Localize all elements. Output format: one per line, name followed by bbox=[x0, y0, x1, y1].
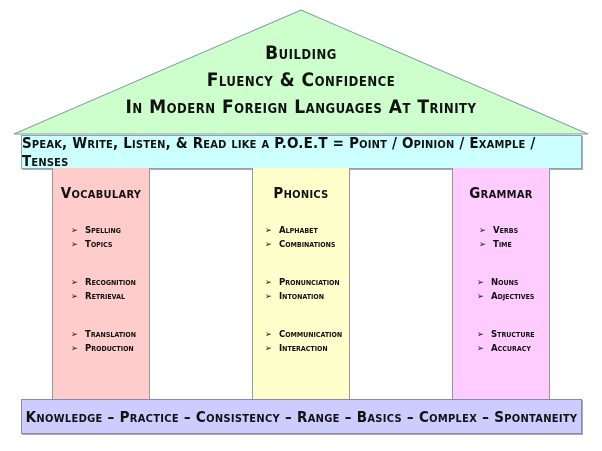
list-item-label: Combinations bbox=[279, 239, 336, 250]
list-item: ➢ Intonation bbox=[265, 290, 349, 304]
arrowhead-bullet-icon: ➢ bbox=[71, 226, 78, 236]
list-item-label: Spelling bbox=[85, 225, 121, 236]
list-item: ➢ Production bbox=[71, 342, 149, 356]
list-item-label: Recognition bbox=[85, 277, 136, 288]
pillar-phonics: Phonics ➢ Alphabet ➢ Combinations ➢ Pronunciat… bbox=[252, 168, 350, 399]
arrowhead-bullet-icon: ➢ bbox=[265, 240, 272, 250]
list-item-label: Translation bbox=[85, 329, 136, 340]
list-item-label: Verbs bbox=[493, 225, 519, 236]
pillar-title: Grammar bbox=[469, 184, 533, 202]
list-item: ➢ Recognition bbox=[71, 276, 149, 290]
list-item: ➢ Verbs bbox=[479, 224, 549, 238]
pillar-item-group: ➢ Verbs ➢ Time bbox=[453, 224, 549, 252]
arrowhead-bullet-icon: ➢ bbox=[265, 226, 272, 236]
list-item-label: Alphabet bbox=[279, 225, 318, 236]
list-item-label: Production bbox=[85, 343, 134, 354]
list-item-label: Communication bbox=[279, 329, 343, 340]
list-item-label: Time bbox=[493, 239, 512, 250]
list-item: ➢ Accuracy bbox=[477, 342, 549, 356]
list-item: ➢ Communication bbox=[265, 328, 349, 342]
list-item: ➢ Translation bbox=[71, 328, 149, 342]
list-item-label: Nouns bbox=[491, 277, 519, 288]
pillar-item-group: ➢ Nouns ➢ Adjectives bbox=[453, 276, 549, 304]
arrowhead-bullet-icon: ➢ bbox=[71, 344, 78, 354]
arrowhead-bullet-icon: ➢ bbox=[71, 240, 78, 250]
pillar-item-group: ➢ Translation ➢ Production bbox=[53, 328, 149, 356]
roof-title-line-2: Fluency & Confidence bbox=[206, 69, 396, 91]
arrowhead-bullet-icon: ➢ bbox=[477, 278, 484, 288]
arrowhead-bullet-icon: ➢ bbox=[477, 330, 484, 340]
roof-title: Building Fluency & Confidence In Modern … bbox=[0, 40, 602, 121]
arrowhead-bullet-icon: ➢ bbox=[479, 226, 486, 236]
pillar-item-group: ➢ Communication ➢ Interaction bbox=[253, 328, 349, 356]
list-item: ➢ Time bbox=[479, 238, 549, 252]
list-item: ➢ Retrieval bbox=[71, 290, 149, 304]
arrowhead-bullet-icon: ➢ bbox=[71, 292, 78, 302]
list-item: ➢ Adjectives bbox=[477, 290, 549, 304]
arrowhead-bullet-icon: ➢ bbox=[477, 292, 484, 302]
roof-triangle bbox=[13, 9, 589, 135]
arrowhead-bullet-icon: ➢ bbox=[71, 330, 78, 340]
pillar-vocabulary: Vocabulary ➢ Spelling ➢ Topics ➢ Recognition ➢ R… bbox=[52, 168, 150, 399]
pillar-grammar: Grammar ➢ Verbs ➢ Time ➢ Nouns ➢ Adjectives ➢ Stru… bbox=[452, 168, 550, 399]
list-item: ➢ Structure bbox=[477, 328, 549, 342]
arrowhead-bullet-icon: ➢ bbox=[265, 278, 272, 288]
list-item: ➢ Topics bbox=[71, 238, 149, 252]
pillar-item-group: ➢ Recognition ➢ Retrieval bbox=[53, 276, 149, 304]
pillar-item-group: ➢ Structure ➢ Accuracy bbox=[453, 328, 549, 356]
pillar-item-group: ➢ Alphabet ➢ Combinations bbox=[253, 224, 349, 252]
list-item-label: Intonation bbox=[279, 291, 324, 302]
arrowhead-bullet-icon: ➢ bbox=[265, 330, 272, 340]
list-item-label: Structure bbox=[491, 329, 535, 340]
foundation-text: Knowledge – Practice – Consistency – Ran… bbox=[25, 407, 578, 426]
list-item: ➢ Interaction bbox=[265, 342, 349, 356]
list-item-label: Accuracy bbox=[491, 343, 531, 354]
list-item: ➢ Combinations bbox=[265, 238, 349, 252]
list-item-label: Interaction bbox=[279, 343, 328, 354]
pillar-title: Vocabulary bbox=[60, 184, 142, 202]
list-item-label: Adjectives bbox=[491, 291, 535, 302]
arrowhead-bullet-icon: ➢ bbox=[265, 292, 272, 302]
arrowhead-bullet-icon: ➢ bbox=[71, 278, 78, 288]
arrowhead-bullet-icon: ➢ bbox=[479, 240, 486, 250]
foundation-bar: Knowledge – Practice – Consistency – Ran… bbox=[21, 399, 582, 434]
pillar-item-group: ➢ Pronunciation ➢ Intonation bbox=[253, 276, 349, 304]
list-item: ➢ Nouns bbox=[477, 276, 549, 290]
pillar-item-group: ➢ Spelling ➢ Topics bbox=[53, 224, 149, 252]
list-item-label: Topics bbox=[85, 239, 113, 250]
list-item-label: Pronunciation bbox=[279, 277, 340, 288]
roof-title-line-3: In Modern Foreign Languages At Trinity bbox=[125, 96, 477, 118]
list-item: ➢ Pronunciation bbox=[265, 276, 349, 290]
arrowhead-bullet-icon: ➢ bbox=[477, 344, 484, 354]
poet-banner: Speak, Write, Listen, & Read like a P.O.… bbox=[21, 134, 582, 170]
list-item-label: Retrieval bbox=[85, 291, 125, 302]
list-item: ➢ Alphabet bbox=[265, 224, 349, 238]
roof bbox=[13, 9, 589, 135]
roof-title-line-1: Building bbox=[265, 42, 337, 64]
arrowhead-bullet-icon: ➢ bbox=[265, 344, 272, 354]
list-item: ➢ Spelling bbox=[71, 224, 149, 238]
pillar-title: Phonics bbox=[273, 184, 329, 202]
poet-banner-text: Speak, Write, Listen, & Read like a P.O.… bbox=[22, 134, 536, 170]
